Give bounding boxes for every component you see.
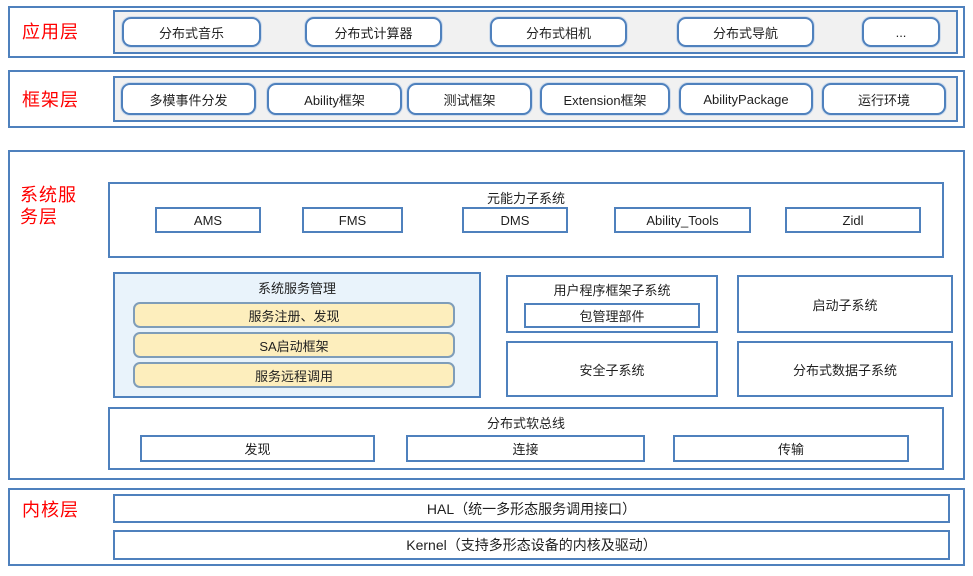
package-management-box: 包管理部件 [524, 303, 700, 328]
system-service-layer: 系统服务层 元能力子系统 AMS FMS DMS Ability_Tools Z… [8, 150, 965, 480]
soft-bus-item: 连接 [406, 435, 645, 462]
meta-ability-item: FMS [302, 207, 403, 233]
framework-box: Ability框架 [267, 83, 402, 115]
framework-band: 多模事件分发 Ability框架 测试框架 Extension框架 Abilit… [113, 76, 958, 122]
service-management-item: SA启动框架 [133, 332, 455, 358]
kernel-layer-label: 内核层 [22, 500, 79, 520]
user-program-framework-box: 用户程序框架子系统 包管理部件 [506, 275, 718, 333]
framework-box: 运行环境 [822, 83, 946, 115]
framework-box: 多模事件分发 [121, 83, 256, 115]
system-service-layer-label: 系统服务层 [20, 185, 77, 227]
framework-box: 测试框架 [407, 83, 532, 115]
meta-ability-subsystem-box: 元能力子系统 AMS FMS DMS Ability_Tools Zidl [108, 182, 944, 258]
system-service-management-title: 系统服务管理 [257, 281, 336, 296]
kernel-layer: 内核层 HAL（统一多形态服务调用接口） Kernel（支持多形态设备的内核及驱… [8, 488, 965, 566]
soft-bus-item: 传输 [673, 435, 909, 462]
application-apps-band: 分布式音乐 分布式计算器 分布式相机 分布式导航 ... [113, 10, 958, 54]
kernel-box: Kernel（支持多形态设备的内核及驱动） [113, 530, 950, 560]
security-subsystem-box: 安全子系统 [506, 341, 718, 397]
framework-layer: 框架层 多模事件分发 Ability框架 测试框架 Extension框架 Ab… [8, 70, 965, 128]
framework-box: Extension框架 [540, 83, 670, 115]
app-box: 分布式相机 [490, 17, 627, 47]
system-service-management-box: 系统服务管理 服务注册、发现 SA启动框架 服务远程调用 [113, 272, 481, 398]
app-box: 分布式导航 [677, 17, 814, 47]
soft-bus-item: 发现 [140, 435, 375, 462]
app-box: 分布式计算器 [305, 17, 442, 47]
soft-bus-title: 分布式软总线 [486, 416, 565, 431]
meta-ability-item: Zidl [785, 207, 921, 233]
hal-box: HAL（统一多形态服务调用接口） [113, 494, 950, 523]
meta-ability-item: AMS [155, 207, 261, 233]
boot-subsystem-box: 启动子系统 [737, 275, 953, 333]
user-program-framework-title: 用户程序框架子系统 [553, 283, 671, 298]
framework-layer-label: 框架层 [22, 90, 79, 110]
meta-ability-item: Ability_Tools [614, 207, 751, 233]
framework-box: AbilityPackage [679, 83, 813, 115]
app-box: 分布式音乐 [122, 17, 261, 47]
service-management-item: 服务注册、发现 [133, 302, 455, 328]
app-box-more: ... [862, 17, 940, 47]
meta-ability-item: DMS [462, 207, 568, 233]
service-management-item: 服务远程调用 [133, 362, 455, 388]
soft-bus-box: 分布式软总线 发现 连接 传输 [108, 407, 944, 470]
application-layer: 应用层 分布式音乐 分布式计算器 分布式相机 分布式导航 ... [8, 6, 965, 58]
application-layer-label: 应用层 [22, 22, 79, 42]
meta-ability-title: 元能力子系统 [486, 191, 565, 206]
distributed-data-subsystem-box: 分布式数据子系统 [737, 341, 953, 397]
